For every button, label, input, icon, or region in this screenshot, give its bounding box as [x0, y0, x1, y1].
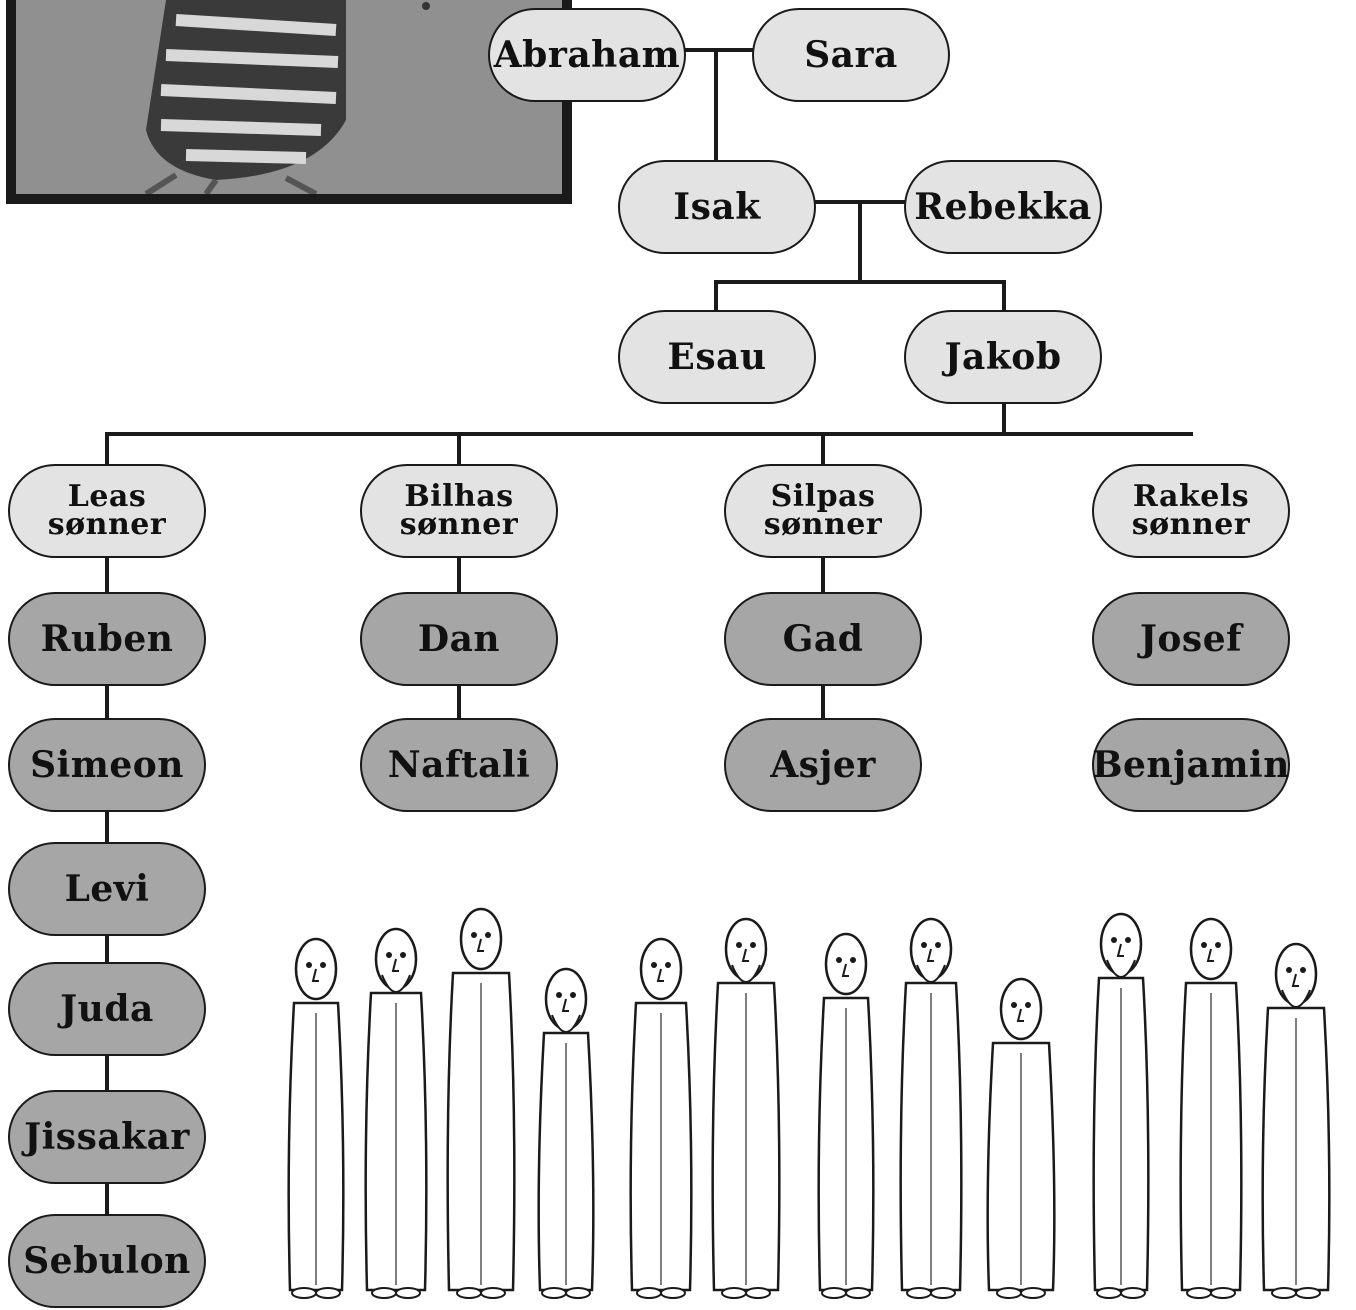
- brother-figure: [364, 927, 428, 1299]
- connector-abraham-sara: [684, 48, 754, 52]
- connector-to-isak: [714, 48, 718, 160]
- node-abraham: Abraham: [488, 8, 686, 102]
- group-silpas-line2: sønner: [763, 507, 883, 542]
- group-bilhas-sons: Bilhas sønner: [360, 464, 558, 558]
- group-rakels-line1: Rakels: [1132, 479, 1250, 514]
- group-bilhas-line2: sønner: [399, 507, 519, 542]
- node-esau: Esau: [618, 310, 816, 404]
- group-leas-line2: sønner: [47, 507, 167, 542]
- son-gad: Gad: [724, 592, 922, 686]
- connector-to-children: [858, 200, 862, 282]
- brother-figure: [899, 917, 963, 1299]
- brother-figure: [629, 937, 693, 1299]
- brother-figure: [446, 907, 516, 1299]
- brother-figure: [1261, 942, 1331, 1299]
- brother-figure: [986, 977, 1056, 1299]
- son-dan: Dan: [360, 592, 558, 686]
- son-levi: Levi: [8, 842, 206, 936]
- connector-to-jakob: [1002, 280, 1006, 312]
- son-ruben: Ruben: [8, 592, 206, 686]
- node-isak: Isak: [618, 160, 816, 254]
- connector-to-esau: [714, 280, 718, 312]
- son-jissakar: Jissakar: [8, 1090, 206, 1184]
- group-leas-line1: Leas: [67, 479, 147, 514]
- robed-figure-illustration: [16, 0, 562, 194]
- group-silpas-line1: Silpas: [770, 479, 876, 514]
- connector-to-silpas: [821, 432, 825, 464]
- illustration-frame: [6, 0, 572, 204]
- son-josef: Josef: [1092, 592, 1290, 686]
- brother-figure: [817, 932, 875, 1299]
- son-juda: Juda: [8, 962, 206, 1056]
- son-simeon: Simeon: [8, 718, 206, 812]
- group-bilhas-line1: Bilhas: [404, 479, 514, 514]
- group-leas-sons: Leas sønner: [8, 464, 206, 558]
- twelve-brothers-illustration: [287, 907, 1331, 1299]
- node-rebekka: Rebekka: [904, 160, 1102, 254]
- brother-figure: [1179, 917, 1243, 1299]
- node-sara: Sara: [752, 8, 950, 102]
- connector-to-leas: [105, 432, 109, 464]
- brother-figure: [711, 917, 781, 1299]
- connector-from-jakob: [1002, 404, 1006, 436]
- brother-figure: [287, 937, 345, 1299]
- son-naftali: Naftali: [360, 718, 558, 812]
- connector-to-bilhas: [457, 432, 461, 464]
- group-rakels-sons: Rakels sønner: [1092, 464, 1290, 558]
- group-rakels-line2: sønner: [1131, 507, 1251, 542]
- group-silpas-sons: Silpas sønner: [724, 464, 922, 558]
- son-asjer: Asjer: [724, 718, 922, 812]
- connector-children-bar: [714, 280, 1006, 284]
- brother-figure: [537, 967, 595, 1299]
- son-sebulon: Sebulon: [8, 1214, 206, 1308]
- connector-sons-bar: [105, 432, 1193, 436]
- son-benjamin: Benjamin: [1092, 718, 1290, 812]
- brother-figure: [1092, 912, 1150, 1299]
- node-jakob: Jakob: [904, 310, 1102, 404]
